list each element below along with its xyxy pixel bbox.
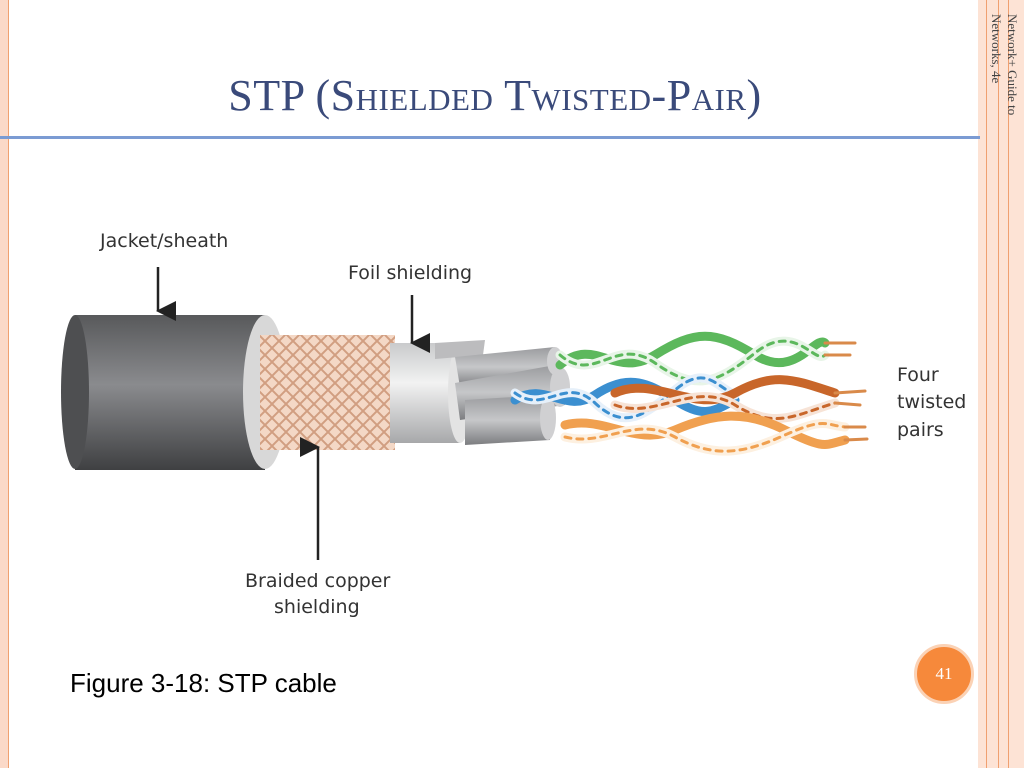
label-braided-line2: shielding: [274, 596, 360, 618]
inner-foil-wraps: [455, 347, 570, 445]
title-rule: [0, 136, 980, 139]
label-pairs-line1: Four: [897, 364, 939, 386]
stp-cable-diagram: Jacket/sheath Foil shielding Braided cop…: [61, 230, 966, 618]
side-note-line1: Network+ Guide to: [1005, 14, 1020, 116]
braided-copper-shielding: [260, 335, 395, 450]
page-number-badge: 41: [914, 644, 974, 704]
label-pairs-line3: pairs: [897, 419, 944, 441]
twisted-pairs: [510, 331, 869, 456]
side-note-line2: Networks, 4e: [989, 14, 1004, 84]
label-braided-line1: Braided copper: [245, 570, 390, 592]
label-foil-shielding: Foil shielding: [348, 262, 472, 284]
slide-title: STP (Shielded Twisted-Pair): [228, 71, 762, 120]
jacket-sheath: [61, 315, 287, 470]
label-jacket-sheath: Jacket/sheath: [99, 230, 228, 252]
figure-caption: Figure 3-18: STP cable: [70, 668, 337, 698]
right-border-bars: [978, 0, 1024, 768]
left-border: [0, 0, 9, 768]
label-pairs-line2: twisted: [897, 391, 966, 413]
side-note: Network+ Guide to Networks, 4e: [982, 14, 1022, 754]
